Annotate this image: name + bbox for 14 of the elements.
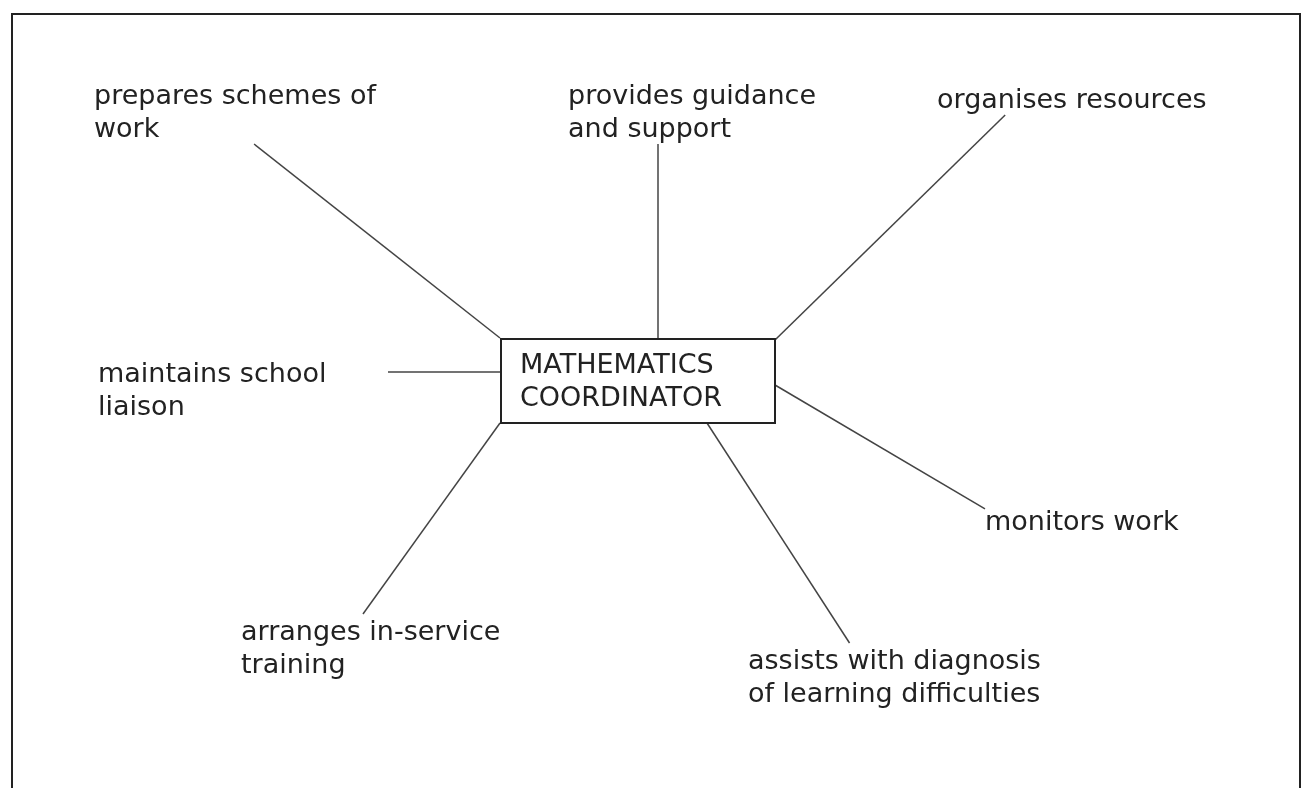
branch-label: monitors work xyxy=(985,504,1179,537)
connector-line xyxy=(706,422,851,644)
branch-label: arranges in-service training xyxy=(241,614,576,680)
branch-label: maintains school liaison xyxy=(98,356,388,422)
connector-line xyxy=(253,143,501,339)
connector-line xyxy=(774,114,1006,341)
branch-label: assists with diagnosis of learning difficulties xyxy=(748,643,1053,709)
connector-line xyxy=(657,143,659,339)
branch-label: organises resources xyxy=(937,82,1207,115)
connector-line xyxy=(362,422,501,615)
central-box: MATHEMATICS COORDINATOR xyxy=(500,338,776,424)
branch-label: provides guidance and support xyxy=(568,78,868,144)
connector-line xyxy=(387,371,501,373)
branch-label: prepares schemes of work xyxy=(94,78,384,144)
